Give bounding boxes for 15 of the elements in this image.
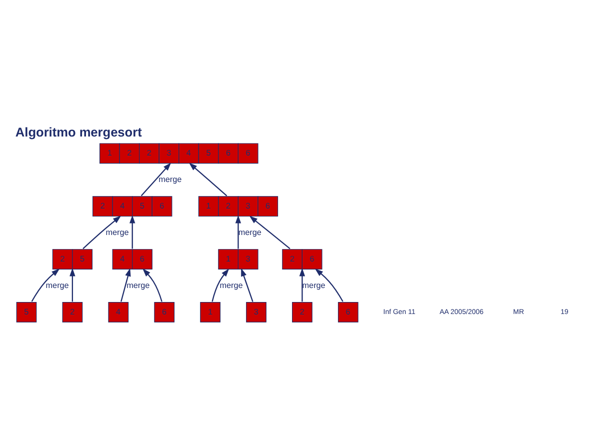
arrow — [70, 268, 76, 302]
diagram-title: Algoritmo mergesort — [15, 124, 142, 139]
arrow — [142, 268, 162, 302]
arrow — [188, 162, 228, 196]
arrow — [235, 214, 242, 248]
arrow — [120, 268, 131, 302]
arrow — [31, 268, 60, 302]
arrow — [140, 162, 172, 196]
arrow — [314, 268, 344, 302]
arrow — [299, 268, 306, 302]
arrow — [241, 268, 254, 302]
arrow — [129, 214, 136, 248]
arrow — [249, 215, 290, 249]
arrow — [82, 215, 122, 249]
arrow — [212, 268, 230, 302]
